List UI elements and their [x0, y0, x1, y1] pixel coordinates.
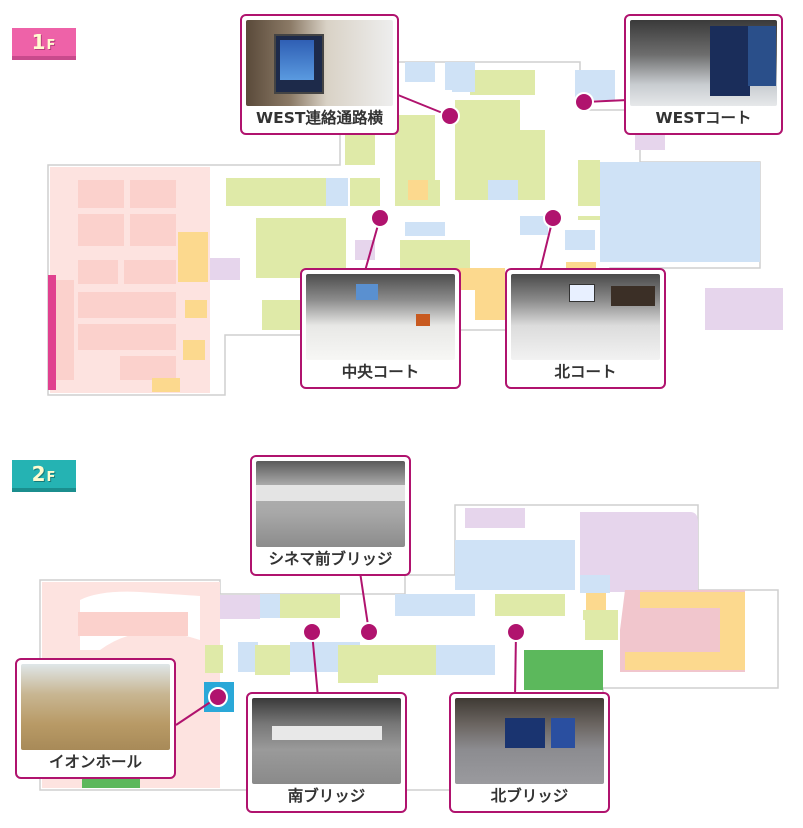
spot-marker-west-connection[interactable]	[440, 106, 460, 126]
photo-south-bridge	[252, 698, 401, 784]
spot-label-west-connection: WEST連絡通路横	[256, 109, 383, 127]
photo-card-north-bridge[interactable]: 北ブリッジ	[449, 692, 610, 813]
spot-marker-north-court[interactable]	[543, 208, 563, 228]
floor-2f-number: 2	[31, 462, 47, 486]
photo-aeon-hall	[21, 664, 170, 750]
photo-card-west-court[interactable]: WESTコート	[624, 14, 783, 135]
spot-marker-central-court[interactable]	[370, 208, 390, 228]
floor-1f-number: 1	[31, 30, 47, 54]
photo-west-connection	[246, 20, 393, 106]
spot-label-central-court: 中央コート	[341, 363, 420, 381]
photo-central-court	[306, 274, 455, 360]
photo-west-court	[630, 20, 777, 106]
photo-cinema-bridge	[256, 461, 405, 547]
spot-label-aeon-hall: イオンホール	[48, 753, 142, 771]
photo-card-aeon-hall[interactable]: イオンホール	[15, 658, 176, 779]
photo-card-central-court[interactable]: 中央コート	[300, 268, 461, 389]
spot-marker-west-court[interactable]	[574, 92, 594, 112]
spot-marker-north-bridge[interactable]	[506, 622, 526, 642]
spot-label-south-bridge: 南ブリッジ	[287, 787, 366, 805]
floor-1f-suffix: F	[46, 38, 57, 53]
floor-2f-suffix: F	[46, 470, 57, 485]
photo-card-west-connection[interactable]: WEST連絡通路横	[240, 14, 399, 135]
spot-marker-aeon-hall[interactable]	[208, 687, 228, 707]
spot-marker-cinema-bridge[interactable]	[359, 622, 379, 642]
floor-2f-badge: 2F	[12, 460, 76, 492]
spot-marker-south-bridge[interactable]	[302, 622, 322, 642]
spot-label-north-court: 北コート	[554, 363, 617, 381]
photo-card-south-bridge[interactable]: 南ブリッジ	[246, 692, 407, 813]
spot-label-north-bridge: 北ブリッジ	[490, 787, 569, 805]
photo-card-north-court[interactable]: 北コート	[505, 268, 666, 389]
spot-label-west-court: WESTコート	[655, 109, 752, 127]
floor-1f-plan	[47, 61, 783, 396]
photo-card-cinema-bridge[interactable]: シネマ前ブリッジ	[250, 455, 411, 576]
floor-1f-badge: 1F	[12, 28, 76, 60]
photo-north-court	[511, 274, 660, 360]
spot-label-cinema-bridge: シネマ前ブリッジ	[268, 550, 393, 568]
photo-north-bridge	[455, 698, 604, 784]
